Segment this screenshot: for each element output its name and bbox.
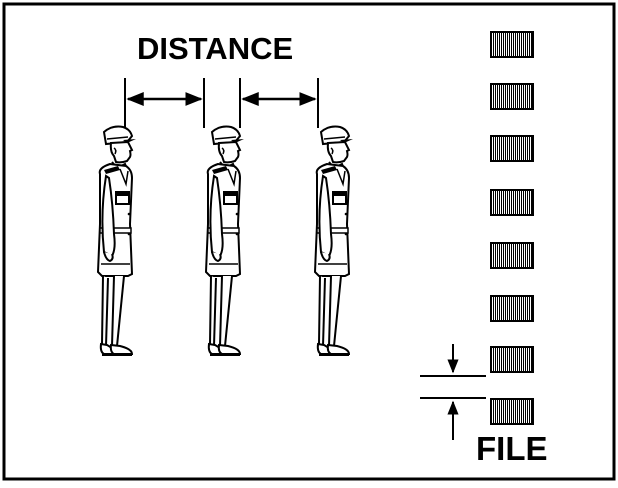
- file-block: [490, 398, 534, 425]
- distance-guide-lines: [124, 78, 319, 128]
- file-block: [490, 189, 534, 216]
- file-block: [490, 295, 534, 322]
- distance-label: DISTANCE: [137, 31, 294, 66]
- file-block: [490, 242, 534, 269]
- file-block: [490, 83, 534, 110]
- soldier-figure-3: [314, 125, 354, 356]
- file-block: [490, 346, 534, 373]
- outer-border: [2, 2, 616, 481]
- file-block: [490, 135, 534, 162]
- file-column: [490, 31, 534, 425]
- file-block: [490, 31, 534, 58]
- file-label: FILE: [476, 430, 548, 467]
- soldier-figure-2: [205, 125, 245, 356]
- file-interval-indicator: [420, 344, 486, 440]
- soldier-figure-1: [97, 125, 137, 356]
